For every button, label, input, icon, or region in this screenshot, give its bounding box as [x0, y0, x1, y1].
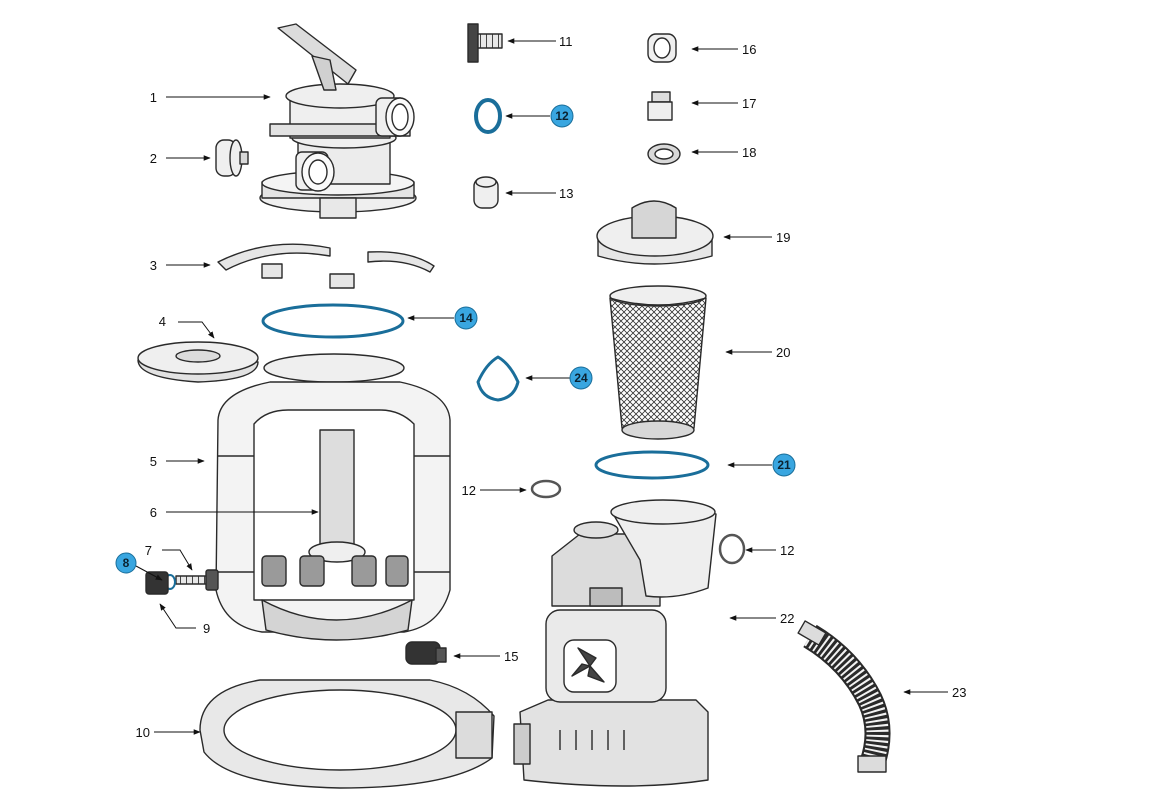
callout-21-circle: [772, 453, 796, 477]
callout-8-circle: [115, 552, 137, 574]
leader-line-7: [162, 549, 193, 571]
strainer-basket-part: [609, 285, 707, 440]
lateral-assembly-part: [261, 429, 413, 641]
o-ring-part-right: [718, 533, 746, 565]
callout-1-label: 1: [150, 90, 157, 105]
callout-3-label: 3: [150, 258, 157, 273]
hose-clamp-part: [647, 143, 681, 165]
leader-line-4: [178, 321, 215, 339]
union-nut-part: [647, 33, 677, 63]
callout-2-label: 2: [150, 151, 157, 166]
callout-4-label: 4: [159, 314, 166, 329]
lid-o-ring-part: [594, 450, 710, 480]
drain-part: [175, 569, 219, 591]
base-part: [199, 679, 495, 789]
callout-8-label: 8: [123, 556, 130, 570]
callout-5-label: 5: [150, 454, 157, 469]
plug-part: [405, 641, 447, 665]
cap-part: [473, 176, 499, 209]
tank-o-ring-part: [261, 303, 405, 339]
seal-part: [476, 355, 520, 402]
pump-part: [513, 499, 717, 787]
callout-15-label: 15: [504, 649, 518, 664]
hose-adapter-part: [467, 23, 503, 63]
leader-line-8: [135, 565, 163, 581]
callout-9-label: 9: [203, 621, 210, 636]
o-ring-part-middle: [530, 479, 562, 499]
callout-10-label: 10: [136, 725, 150, 740]
callout-23-label: 23: [952, 685, 966, 700]
callout-18-label: 18: [742, 145, 756, 160]
callout-20-label: 20: [776, 345, 790, 360]
callout-21-label: 21: [777, 458, 791, 472]
callout-14-label: 14: [459, 311, 473, 325]
callout-12-right-label: 12: [780, 543, 794, 558]
callout-14-circle: [454, 306, 478, 330]
clamp-part: [217, 243, 435, 289]
pressure-gauge-part: [215, 139, 249, 177]
pump-lid-part: [596, 200, 714, 265]
callout-12-middle-label: 12: [462, 483, 476, 498]
callout-19-label: 19: [776, 230, 790, 245]
callout-11-label: 11: [559, 34, 573, 49]
callout-12-circle: [550, 104, 574, 128]
callout-7-label: 7: [145, 543, 152, 558]
callout-17-label: 17: [742, 96, 756, 111]
multiport-valve-part: [259, 23, 417, 219]
tank-lid-part: [137, 341, 259, 383]
callout-13-label: 13: [559, 186, 573, 201]
callout-12-label: 12: [555, 109, 569, 123]
callout-16-label: 16: [742, 42, 756, 57]
callout-22-label: 22: [780, 611, 794, 626]
leader-line-9: [159, 603, 196, 629]
o-ring-part-top: [474, 98, 502, 134]
callout-24-label: 24: [574, 371, 588, 385]
callout-6-label: 6: [150, 505, 157, 520]
connector-part: [647, 91, 673, 121]
hose-part: [797, 620, 891, 773]
callout-24-circle: [569, 366, 593, 390]
drain-cap-part: [145, 571, 169, 595]
